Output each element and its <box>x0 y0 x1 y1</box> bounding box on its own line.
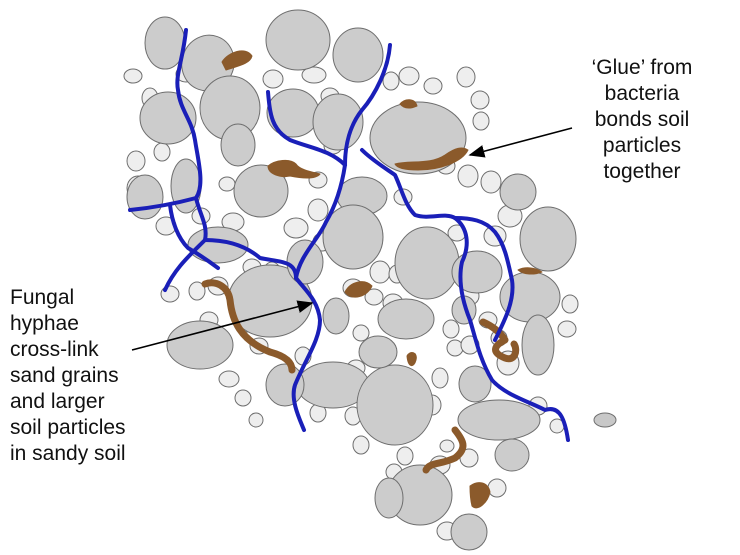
fungal-hyphae-network <box>128 28 570 442</box>
glue-deposit <box>399 99 418 109</box>
fungal-hypha <box>360 148 570 442</box>
glue-deposit <box>517 267 543 275</box>
small-sand-grain <box>234 389 252 407</box>
large-soil-particle <box>233 164 289 218</box>
small-sand-grain <box>352 435 370 455</box>
small-sand-grain <box>423 77 443 95</box>
large-soil-particle <box>286 239 324 285</box>
large-soil-particle <box>265 9 331 71</box>
large-soil-particle <box>394 226 460 300</box>
small-sand-grain <box>470 90 490 110</box>
large-soil-particle <box>519 206 577 272</box>
large-soil-particle <box>374 477 404 519</box>
large-soil-particle <box>356 364 434 446</box>
large-soil-particle <box>187 226 249 264</box>
callout-arrows <box>131 127 573 351</box>
glue-deposit <box>394 147 469 171</box>
large-soil-particle <box>166 320 234 370</box>
small-sand-grain <box>472 111 490 131</box>
large-soil-particle <box>322 297 350 335</box>
glue-deposit <box>406 352 417 366</box>
large-soil-particle <box>494 438 530 472</box>
glue-strand <box>201 279 296 374</box>
small-sand-grain <box>561 294 579 314</box>
small-sand-grain <box>480 170 502 194</box>
glue-callout-arrow <box>468 127 573 158</box>
small-sand-grain <box>301 66 327 84</box>
small-sand-grain <box>248 412 264 428</box>
small-sand-grain <box>126 150 146 172</box>
large-soil-particle <box>499 173 537 211</box>
large-soil-particle <box>322 204 384 270</box>
large-soil-particle <box>369 101 467 175</box>
large-soil-particles <box>126 9 617 551</box>
small-sand-grain <box>218 176 236 192</box>
small-sand-grain <box>369 260 391 284</box>
small-sand-grain <box>446 339 464 357</box>
glue-deposit <box>344 281 373 298</box>
large-soil-particle <box>521 314 555 376</box>
detached-particle <box>593 412 617 428</box>
small-sand-grain <box>456 66 476 88</box>
small-sand-grain <box>364 288 384 306</box>
small-sand-grain <box>188 281 206 301</box>
large-soil-particle <box>358 335 398 369</box>
glue-deposit <box>267 159 321 179</box>
fungal-hypha <box>266 90 347 167</box>
glue-callout-label: ‘Glue’ from bacteria bonds soil particle… <box>591 56 693 183</box>
glue-deposit <box>221 50 253 71</box>
fungal-hypha <box>168 203 220 270</box>
large-soil-particle <box>126 174 164 220</box>
small-sand-grain <box>218 370 240 388</box>
small-sand-grain <box>352 324 370 342</box>
small-sand-grain <box>283 217 309 239</box>
glue-deposit <box>469 482 491 509</box>
fungal-hyphae-callout-label: Fungal hyphae cross-link sand grains and… <box>10 286 126 465</box>
glue-strand <box>422 426 467 474</box>
large-soil-particle <box>458 365 492 403</box>
small-sand-grain <box>442 319 460 339</box>
large-soil-particle <box>266 88 320 138</box>
small-sand-grain <box>487 478 507 498</box>
hyphae-callout-arrow <box>131 300 314 351</box>
small-sand-grain <box>382 71 400 91</box>
large-soil-particle <box>220 123 256 167</box>
fungal-hypha <box>453 216 515 342</box>
small-sand-grain <box>307 198 329 222</box>
large-soil-particle <box>332 27 384 83</box>
large-soil-particle <box>377 298 435 340</box>
large-soil-particle <box>450 513 488 551</box>
small-sand-grain <box>457 164 479 188</box>
small-sand-grain <box>153 142 171 162</box>
small-sand-grain <box>396 446 414 466</box>
large-soil-particle <box>457 399 541 441</box>
small-sand-grain <box>262 69 284 89</box>
small-sand-grain <box>439 439 455 453</box>
small-sand-grain <box>123 68 143 84</box>
small-sand-grain <box>431 367 449 389</box>
large-soil-particle <box>451 250 503 294</box>
fungal-hypha <box>203 238 322 432</box>
glue-strand <box>479 318 520 363</box>
small-sand-grain <box>398 66 420 86</box>
bacterial-glue-deposits <box>201 50 543 509</box>
small-sand-grain <box>557 320 577 338</box>
large-soil-particle <box>265 363 305 407</box>
large-soil-particle <box>499 271 561 323</box>
